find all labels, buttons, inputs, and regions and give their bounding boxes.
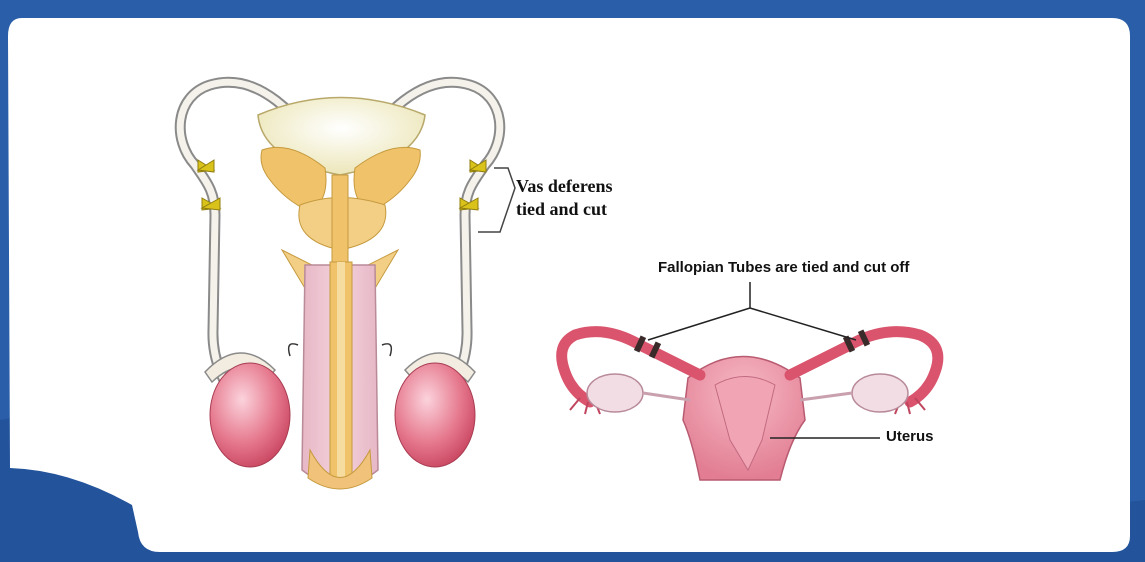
urethra [332,175,348,270]
testis-left [210,363,290,467]
uterus-label: Uterus [886,428,934,445]
vas-deferens-label-line1: Vas deferens [516,176,613,197]
ovary-left [587,374,643,412]
white-card [8,18,1130,552]
fallopian-tubes-label: Fallopian Tubes are tied and cut off [658,259,909,276]
vas-deferens-label-line2: tied and cut [516,199,607,220]
ovary-right [852,374,908,412]
testis-right [395,363,475,467]
